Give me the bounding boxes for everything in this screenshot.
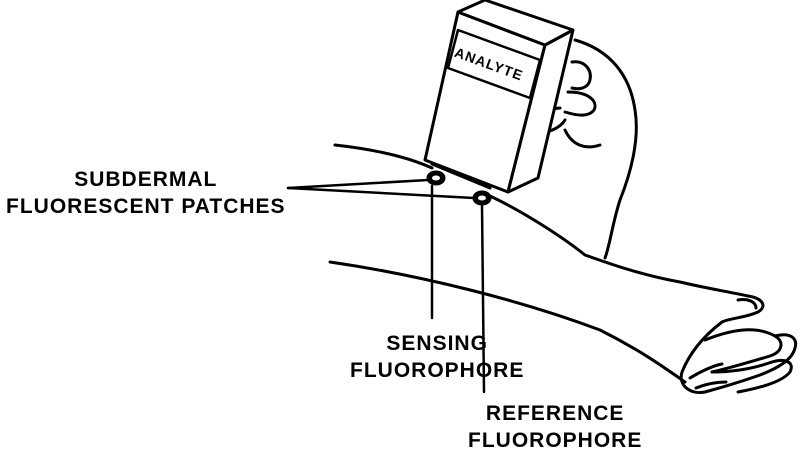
open-hand-finger-2 [710,358,793,394]
reference-fluorophore-label: REFERENCE FLUOROPHORE [468,400,642,454]
holding-hand-finger-2 [563,90,597,117]
open-hand-outline [679,294,798,395]
reference-fluorophore-label-line1: REFERENCE [485,402,625,425]
sensing-fluorophore-label-line1: SENSING [386,332,488,355]
holding-hand-outline [573,38,638,260]
device-top-face [456,0,575,47]
subdermal-patches-label-line2: FLUORESCENT PATCHES [6,195,286,218]
forearm-lower-outline [328,260,687,384]
sensing-patch-highlight [432,175,440,181]
patches-leader-line-2 [286,186,476,200]
subdermal-patches-label: SUBDERMAL FLUORESCENT PATCHES [6,166,286,220]
open-hand-finger-1 [703,328,783,374]
forearm-upper-outline [333,143,750,298]
analyte-device [423,0,575,194]
reference-patch-highlight [478,195,486,201]
reference-leader-line [480,204,486,394]
open-hand-nail [736,298,758,310]
device-bottom-edge [430,162,492,190]
sensing-fluorophore-label-line2: FLUOROPHORE [350,359,525,382]
holding-hand-palm [563,128,602,149]
open-hand-fingertips [688,362,728,390]
subdermal-patches-label-line1: SUBDERMAL [74,168,218,191]
holding-hand-finger-1 [570,60,592,91]
device-label-panel [446,28,542,100]
patches-leader-line-1 [286,178,430,190]
reference-fluorophore-label-line2: FLUOROPHORE [468,429,643,452]
sensing-fluorophore-label: SENSING FLUOROPHORE [350,330,524,384]
